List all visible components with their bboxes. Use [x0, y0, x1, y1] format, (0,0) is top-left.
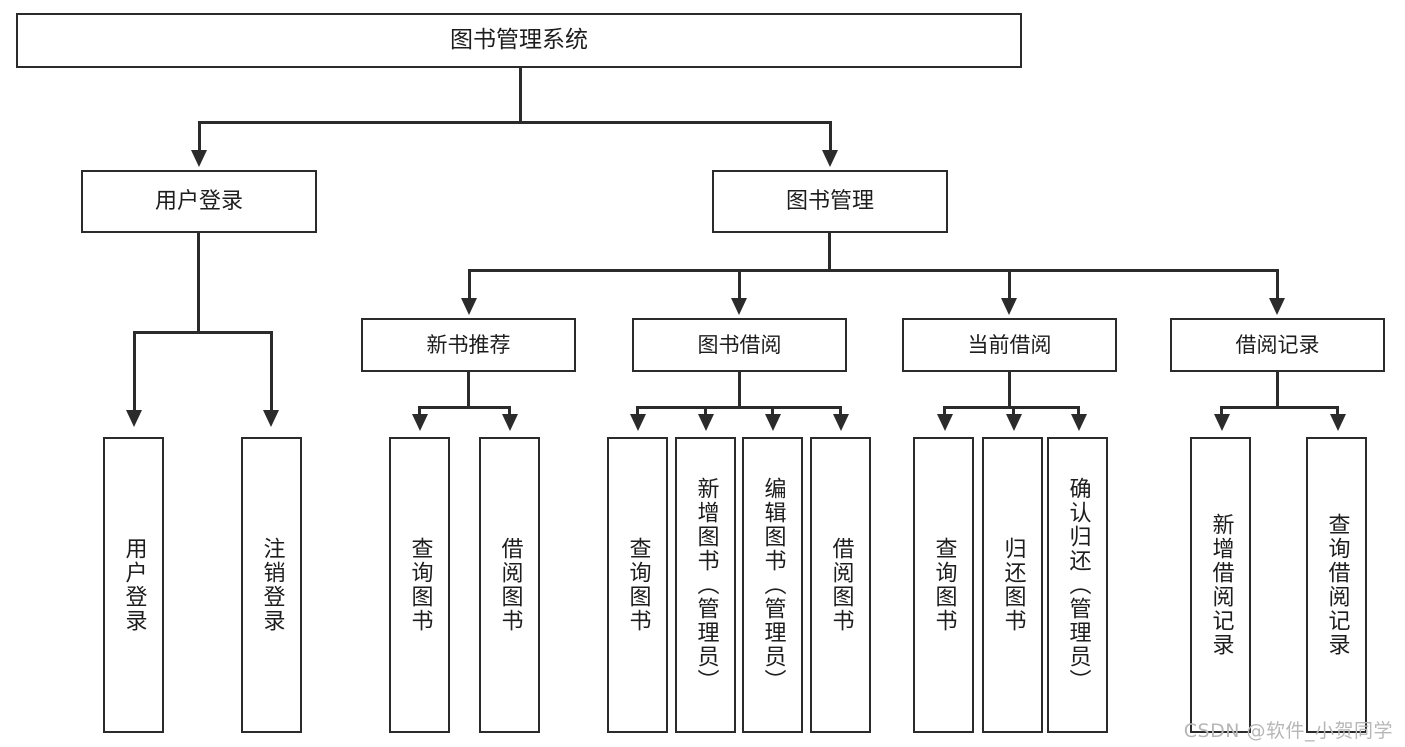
arrow-to-add-borrow-record: [1214, 414, 1230, 431]
connector-level1-drop-left: [198, 121, 201, 151]
arrow-to-user-login-leaf: [126, 410, 142, 427]
node-label: 新增借阅记录: [1208, 513, 1234, 657]
node-user-login[interactable]: 用户登录: [81, 170, 317, 233]
connector-level2-bus: [468, 269, 1279, 272]
node-label: 归还图书: [1000, 537, 1026, 633]
arrow-to-confirm-return: [1071, 414, 1087, 431]
node-current-borrow[interactable]: 当前借阅: [902, 318, 1117, 372]
leaf-edit-book-admin[interactable]: 编辑图书（管理员）: [742, 437, 803, 733]
arrow-to-borrow-record: [1269, 298, 1285, 315]
connector-new-book-drop-1: [418, 406, 421, 416]
connector-user-login-stem: [197, 233, 200, 333]
node-book-borrow[interactable]: 图书借阅: [632, 318, 847, 372]
node-label: 注销登录: [259, 537, 285, 633]
arrow-to-edit-book: [765, 414, 781, 431]
leaf-return-book[interactable]: 归还图书: [982, 437, 1043, 733]
arrow-to-return-book: [1006, 414, 1022, 431]
node-label: 借阅记录: [1235, 332, 1320, 357]
connector-current-borrow-drop-2: [1012, 406, 1015, 416]
connector-level1-drop-right: [829, 121, 832, 151]
node-borrow-record[interactable]: 借阅记录: [1170, 318, 1385, 372]
leaf-user-login[interactable]: 用户登录: [103, 437, 164, 733]
arrow-to-add-book: [698, 414, 714, 431]
node-new-book-recommend[interactable]: 新书推荐: [361, 318, 576, 372]
connector-book-borrow-drop-2: [704, 406, 707, 416]
node-label: 查询借阅记录: [1324, 513, 1350, 657]
leaf-query-book-current[interactable]: 查询图书: [913, 437, 974, 733]
arrow-to-current-borrow: [1001, 298, 1017, 315]
connector-current-borrow-stem: [1008, 372, 1011, 408]
arrow-to-query-book-3: [937, 414, 953, 431]
node-label: 借阅图书: [828, 537, 854, 633]
node-label: 用户登录: [121, 537, 147, 633]
node-label: 图书管理系统: [450, 26, 588, 53]
node-label: 查询图书: [407, 537, 433, 633]
node-label: 新增图书（管理员）: [693, 477, 719, 693]
connector-book-borrow-drop-1: [636, 406, 639, 416]
connector-level2-drop-3: [1008, 269, 1011, 299]
node-label: 查询图书: [931, 537, 957, 633]
connector-level1-bus: [198, 121, 832, 124]
connector-level2-drop-2: [738, 269, 741, 299]
leaf-borrow-book-recommend[interactable]: 借阅图书: [479, 437, 540, 733]
leaf-query-borrow-record[interactable]: 查询借阅记录: [1306, 437, 1367, 733]
node-label: 借阅图书: [497, 537, 523, 633]
arrow-to-logout-leaf: [263, 410, 279, 427]
connector-borrow-record-drop-2: [1336, 406, 1339, 416]
node-root-book-management-system[interactable]: 图书管理系统: [16, 13, 1022, 68]
node-label: 确认归还（管理员）: [1065, 477, 1091, 693]
node-label: 图书管理: [785, 188, 874, 214]
connector-level2-drop-1: [468, 269, 471, 299]
arrow-to-book-management: [822, 150, 838, 167]
connector-current-borrow-drop-3: [1077, 406, 1080, 416]
arrow-to-query-borrow-record: [1330, 414, 1346, 431]
arrow-to-query-book-2: [630, 414, 646, 431]
leaf-query-book-recommend[interactable]: 查询图书: [389, 437, 450, 733]
connector-borrow-record-drop-1: [1220, 406, 1223, 416]
connector-book-borrow-stem: [738, 372, 741, 408]
connector-user-login-drop-2: [270, 331, 273, 411]
connector-borrow-record-bus: [1220, 406, 1338, 409]
connector-book-borrow-bus: [636, 406, 842, 409]
leaf-logout[interactable]: 注销登录: [241, 437, 302, 733]
node-label: 当前借阅: [967, 332, 1052, 357]
arrow-to-new-book-recommend: [461, 298, 477, 315]
arrow-to-query-book-1: [412, 414, 428, 431]
connector-book-management-stem: [828, 233, 831, 271]
node-label: 编辑图书（管理员）: [760, 477, 786, 693]
arrow-to-borrow-book-2: [833, 414, 849, 431]
connector-root-stem: [519, 68, 522, 123]
node-label: 新书推荐: [426, 332, 511, 357]
connector-user-login-drop-1: [133, 331, 136, 411]
connector-new-book-stem: [467, 372, 470, 408]
node-book-management[interactable]: 图书管理: [712, 170, 948, 233]
connector-user-login-bus: [133, 331, 273, 334]
connector-borrow-record-stem: [1276, 372, 1279, 408]
node-label: 查询图书: [625, 537, 651, 633]
connector-level2-drop-4: [1276, 269, 1279, 299]
leaf-query-book-borrow[interactable]: 查询图书: [607, 437, 668, 733]
connector-book-borrow-drop-3: [771, 406, 774, 416]
connector-book-borrow-drop-4: [839, 406, 842, 416]
connector-current-borrow-bus: [943, 406, 1079, 409]
connector-new-book-drop-2: [508, 406, 511, 416]
arrow-to-user-login: [191, 150, 207, 167]
arrow-to-book-borrow: [731, 298, 747, 315]
leaf-confirm-return-admin[interactable]: 确认归还（管理员）: [1047, 437, 1108, 733]
connector-new-book-bus: [418, 406, 511, 409]
leaf-borrow-book[interactable]: 借阅图书: [810, 437, 871, 733]
arrow-to-borrow-book-1: [502, 414, 518, 431]
node-label: 用户登录: [154, 188, 243, 214]
leaf-add-borrow-record[interactable]: 新增借阅记录: [1190, 437, 1251, 733]
node-label: 图书借阅: [697, 332, 782, 357]
leaf-add-book-admin[interactable]: 新增图书（管理员）: [675, 437, 736, 733]
connector-current-borrow-drop-1: [943, 406, 946, 416]
